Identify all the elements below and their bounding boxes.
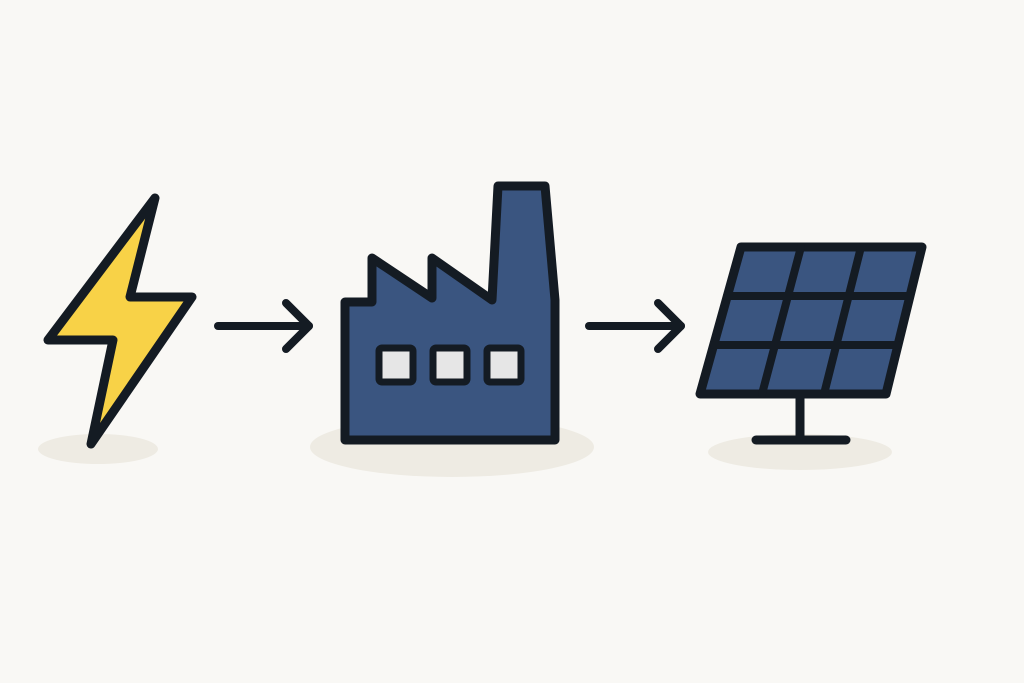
arrow-right-icon [585, 299, 685, 353]
factory-window [429, 344, 471, 386]
factory-window [483, 344, 525, 386]
arrow-right-icon [214, 299, 313, 353]
bolt-shadow [38, 434, 158, 464]
lightning-icon [43, 193, 197, 449]
factory-window [375, 344, 417, 386]
solar-panel-icon [695, 242, 927, 445]
factory-icon [340, 181, 560, 445]
